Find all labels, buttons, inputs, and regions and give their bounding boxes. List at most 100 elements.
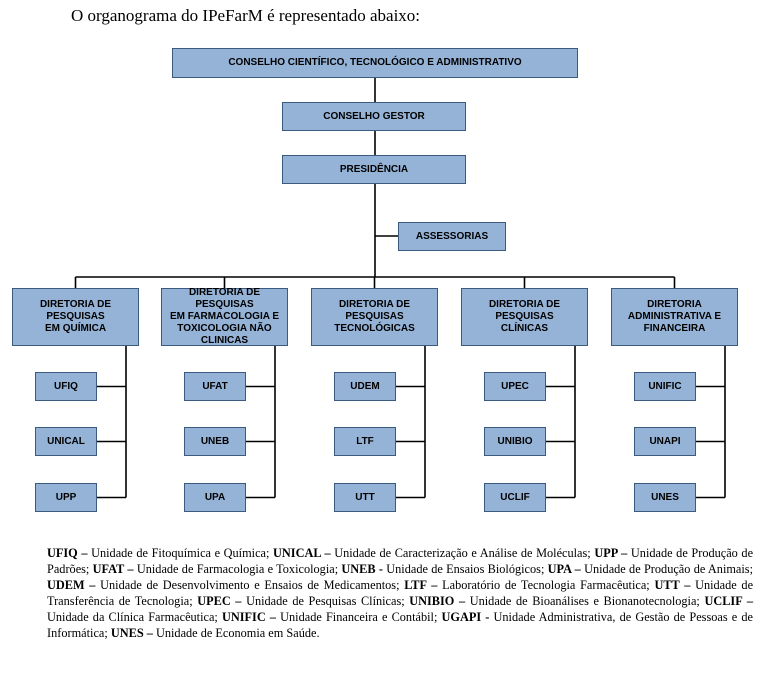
conselho-cientifico-box-label: CONSELHO CIENTÍFICO, TECNOLÓGICO E ADMIN…	[228, 57, 522, 68]
diretoria-box-1-label: EM QUÍMICA	[44, 323, 107, 334]
unit-box-ufat: UFAT	[184, 372, 246, 401]
legend-abbr: LTF	[404, 578, 427, 592]
legend-description: Unidade de Economia em Saúde.	[155, 626, 320, 640]
legend-description: Laboratório de Tecnologia Farmacêutica;	[442, 578, 655, 592]
presidencia-box: PRESIDÊNCIA	[282, 155, 466, 184]
diretoria-box-3-label: TECNOLÓGICAS	[334, 323, 415, 334]
legend-description: Unidade de Fitoquímica e Química;	[91, 546, 274, 560]
legend-abbr: UNIFIC	[221, 610, 266, 624]
unit-box-ltf: LTF	[334, 427, 396, 456]
diretoria-box-2-label: TOXICOLOGIA NÃO	[177, 323, 272, 334]
diretoria-box-2-label: CLINICAS	[200, 335, 249, 346]
unit-box-upp-label: UPP	[55, 491, 77, 503]
unit-box-unibio-label: UNIBIO	[497, 435, 533, 447]
legend-abbr: UFIQ	[47, 546, 78, 560]
legend-abbr: UNES	[110, 626, 144, 640]
unit-box-upp: UPP	[35, 483, 97, 512]
legend-separator: –	[84, 578, 101, 592]
unit-box-ufat-label: UFAT	[202, 380, 228, 392]
legend-abbr: UPA	[547, 562, 572, 576]
connector-lines	[74, 78, 726, 499]
legend-separator: –	[742, 594, 754, 608]
legend-separator: -	[375, 562, 387, 576]
unit-box-unapi-label: UNAPI	[649, 435, 681, 447]
unit-box-uneb: UNEB	[184, 427, 246, 456]
legend-description: Unidade Administrativa, de Gestão de Pes…	[47, 610, 753, 640]
legend-description: Unidade de Farmacologia e Toxicologia;	[136, 562, 342, 576]
unit-box-uclif-label: UCLIF	[500, 491, 530, 503]
unit-box-unific: UNIFIC	[634, 372, 696, 401]
legend-abbr: UPP	[594, 546, 618, 560]
unit-box-uclif: UCLIF	[484, 483, 546, 512]
unit-box-udem-label: UDEM	[350, 380, 380, 392]
legend-separator: –	[617, 546, 631, 560]
legend-description: Unidade de Produção de Animais;	[584, 562, 754, 576]
diretoria-box-5-label: FINANCEIRA	[643, 323, 706, 334]
legend-description: Unidade Financeira e Contábil;	[280, 610, 442, 624]
legend-description: Unidade de Produção de Padrões;	[47, 546, 754, 576]
unit-box-ufiq: UFIQ	[35, 372, 97, 401]
diretoria-box-2-label: EM FARMACOLOGIA E	[169, 311, 280, 322]
unit-box-unes-label: UNES	[651, 491, 679, 503]
legend-separator: –	[679, 578, 696, 592]
unit-box-utt-label: UTT	[355, 491, 375, 503]
legend-description: Unidade de Desenvolvimento e Ensaios de …	[100, 578, 405, 592]
unit-box-unical: UNICAL	[35, 427, 97, 456]
legend-abbr: UFAT	[92, 562, 125, 576]
legend-separator: -	[481, 610, 494, 624]
legend-abbr: UDEM	[47, 578, 85, 592]
legend-separator: –	[265, 610, 281, 624]
unit-box-unes: UNES	[634, 483, 696, 512]
conselho-cientifico-box: CONSELHO CIENTÍFICO, TECNOLÓGICO E ADMIN…	[172, 48, 578, 78]
legend-separator: –	[426, 578, 443, 592]
assessorias-box-label: ASSESSORIAS	[415, 230, 489, 242]
unit-box-unical-label: UNICAL	[47, 435, 85, 447]
legend-abbr: UNIBIO	[409, 594, 455, 608]
legend-separator: –	[124, 562, 137, 576]
unit-box-upec: UPEC	[484, 372, 546, 401]
legend-description: Unidade de Pesquisas Clínicas;	[246, 594, 410, 608]
legend-separator: –	[143, 626, 156, 640]
intro-text: O organograma do IPeFarM é representado …	[71, 6, 421, 25]
assessorias-box: ASSESSORIAS	[398, 222, 506, 251]
legend-abbr: UNICAL	[273, 546, 321, 560]
unit-box-ltf-label: LTF	[356, 435, 374, 447]
diretoria-box-4-label: CLÍNICAS	[500, 323, 549, 334]
legend-separator: –	[230, 594, 247, 608]
legend-abbr: UPEC	[197, 594, 231, 608]
legend-description: Unidade de Transferência de Tecnologia;	[47, 578, 754, 608]
unit-box-uneb-label: UNEB	[200, 435, 230, 447]
diretoria-box-1-label: DIRETORIA DE PESQUISAS	[39, 299, 112, 322]
unit-box-unibio: UNIBIO	[484, 427, 546, 456]
unit-box-ufiq-label: UFIQ	[54, 380, 78, 392]
legend-abbr: UNEB	[341, 562, 376, 576]
conselho-gestor-box: CONSELHO GESTOR	[282, 102, 466, 131]
org-chart: CONSELHO CIENTÍFICO, TECNOLÓGICO E ADMIN…	[12, 48, 738, 512]
unit-box-upec-label: UPEC	[501, 380, 529, 392]
legend-abbr: UCLIF	[704, 594, 743, 608]
legend-description: Unidade de Bioanálises e Bionanotecnolog…	[469, 594, 705, 608]
legend-abbr: UGAPI	[441, 610, 482, 624]
unit-box-unific-label: UNIFIC	[648, 380, 682, 392]
conselho-gestor-box-label: CONSELHO GESTOR	[323, 110, 425, 122]
legend-description: Unidade de Ensaios Biológicos;	[386, 562, 548, 576]
presidencia-box-label: PRESIDÊNCIA	[339, 163, 409, 175]
diretoria-box-4-label: DIRETORIA DE PESQUISAS	[488, 299, 561, 322]
legend-separator: –	[77, 546, 92, 560]
diretoria-box-5-label: ADMINISTRATIVA E	[627, 311, 722, 322]
unit-box-upa-label: UPA	[204, 491, 226, 503]
legend-separator: –	[571, 562, 585, 576]
legend: UFIQ – Unidade de Fitoquímica e Química;…	[47, 545, 753, 641]
unit-box-unapi: UNAPI	[634, 427, 696, 456]
legend-abbr: UTT	[654, 578, 680, 592]
diretoria-box-3-label: DIRETORIA DE PESQUISAS	[338, 299, 411, 322]
legend-description: Unidade de Caracterização e Análise de M…	[334, 546, 595, 560]
unit-box-utt: UTT	[334, 483, 396, 512]
legend-description: Unidade da Clínica Farmacêutica;	[47, 610, 222, 624]
diretoria-box-5-label: DIRETORIA	[647, 299, 702, 310]
